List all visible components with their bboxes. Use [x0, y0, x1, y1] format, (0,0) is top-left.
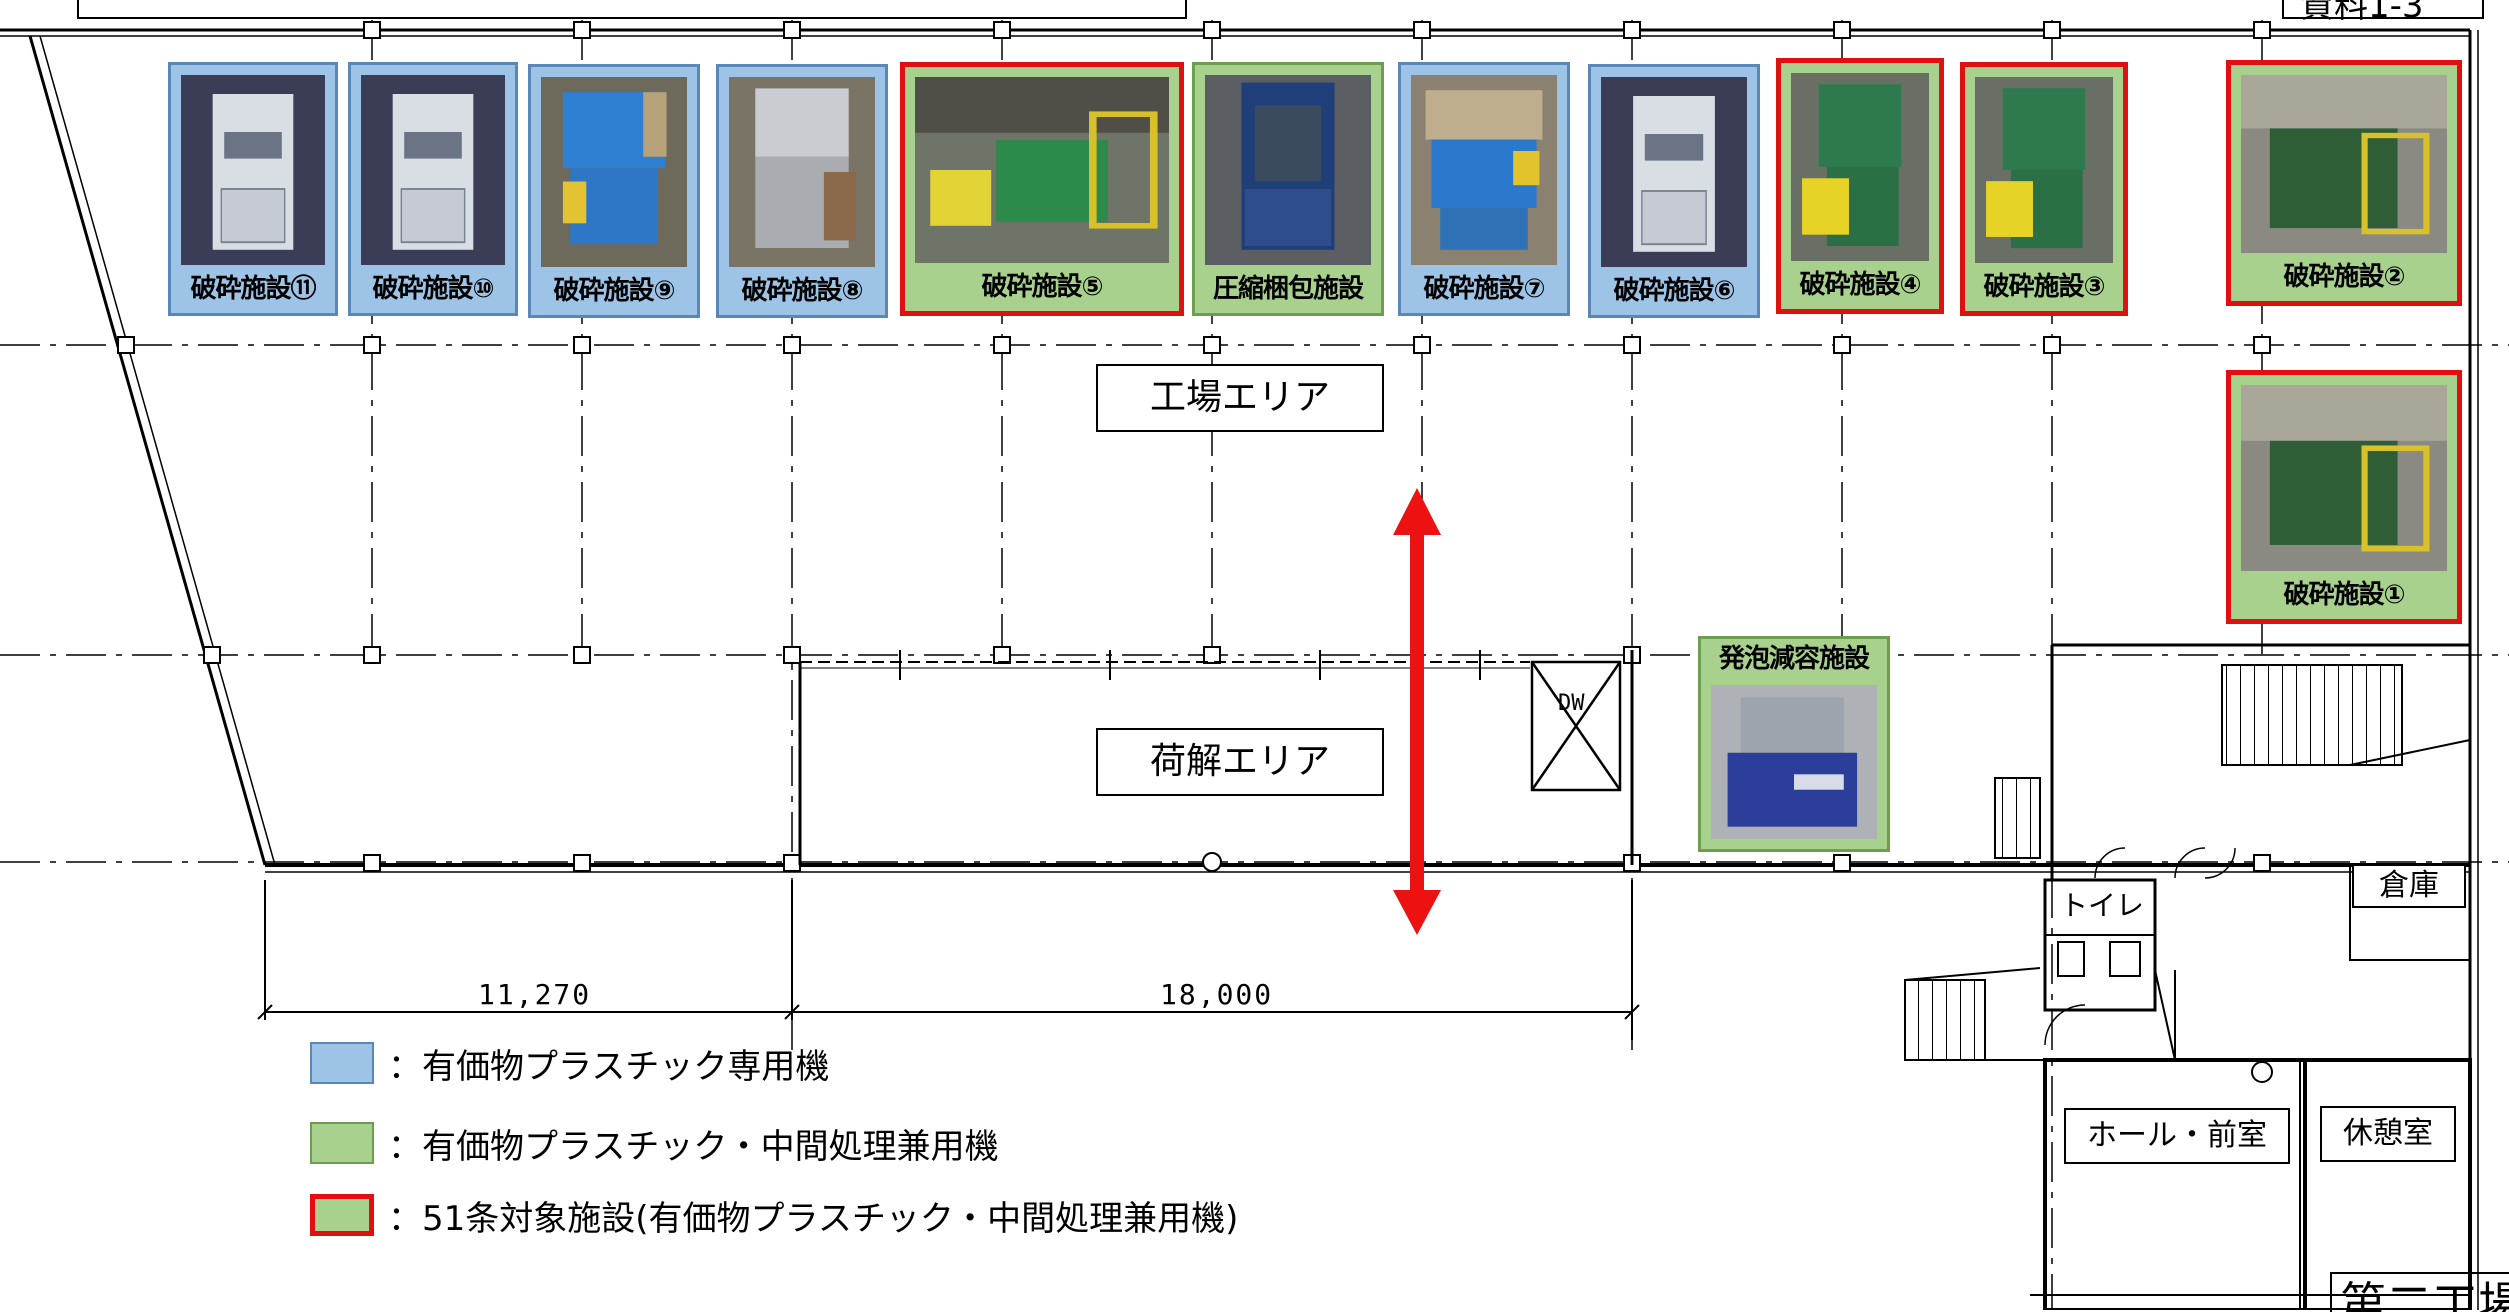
machine-label: 圧縮梱包施設	[1212, 274, 1364, 304]
legend-swatch-green	[310, 1122, 374, 1164]
machine-card-7: 破砕施設⑦	[1398, 62, 1570, 316]
machine-photo	[1975, 77, 2113, 263]
dimension-label-2: 18,000	[1160, 978, 1274, 1011]
machine-label: 破砕施設③	[1983, 272, 2105, 302]
machine-card-1: 破砕施設①	[2226, 370, 2462, 624]
hall-label: ホール・前室	[2064, 1108, 2290, 1164]
machine-label: 破砕施設①	[2283, 580, 2405, 610]
header-title-box	[77, 0, 1187, 19]
machine-card-4: 破砕施設④	[1776, 58, 1944, 314]
machine-photo	[2241, 75, 2447, 253]
machine-label: 破砕施設⑨	[553, 276, 675, 306]
header-ref-box	[2282, 0, 2484, 19]
legend-text: ：有価物プラスチック専用機	[388, 1046, 830, 1087]
legend-swatch-blue	[310, 1042, 374, 1084]
machine-label: 破砕施設⑩	[372, 274, 494, 304]
machine-photo	[181, 75, 325, 265]
machine-card-foam: 発泡減容施設	[1698, 636, 1890, 852]
unloading-area-label: 荷解エリア	[1096, 728, 1384, 796]
dimension-label-1: 11,270	[478, 978, 592, 1011]
machine-label: 破砕施設⑥	[1613, 276, 1735, 306]
machine-photo	[1205, 75, 1371, 265]
machine-photo	[1711, 685, 1877, 839]
legend-item-shared: ：有価物プラスチック・中間処理兼用機	[310, 1118, 999, 1168]
machine-card-11: 破砕施設⑪	[168, 62, 338, 316]
machine-label: 破砕施設⑦	[1423, 274, 1545, 304]
machine-label: 破砕施設⑧	[741, 276, 863, 306]
legend-item-article51: ：51条対象施設(有価物プラスチック・中間処理兼用機)	[310, 1190, 1238, 1240]
machine-label: 破砕施設②	[2283, 262, 2405, 292]
machine-photo	[729, 77, 875, 267]
machine-card-5: 破砕施設⑤	[900, 62, 1184, 316]
machine-photo	[915, 77, 1169, 263]
machine-label: 発泡減容施設	[1718, 644, 1870, 674]
machine-photo	[1791, 73, 1929, 261]
machine-card-6: 破砕施設⑥	[1588, 64, 1760, 318]
legend-text: ：有価物プラスチック・中間処理兼用機	[388, 1126, 999, 1167]
lounge-label: 休憩室	[2320, 1106, 2456, 1162]
machine-card-baler: 圧縮梱包施設	[1192, 62, 1384, 316]
machine-card-3: 破砕施設③	[1960, 62, 2128, 316]
machine-label: 破砕施設⑪	[190, 274, 316, 304]
dw-label: DW	[1558, 691, 1585, 716]
machine-photo	[541, 77, 687, 267]
toilet-label: トイレ	[2060, 889, 2145, 922]
machine-label: 破砕施設④	[1799, 270, 1921, 300]
legend-item-dedicated: ：有価物プラスチック専用機	[310, 1038, 829, 1088]
machine-photo	[361, 75, 505, 265]
machine-photo	[2241, 385, 2447, 571]
machine-label: 破砕施設⑤	[981, 272, 1103, 302]
document-ref-label: 資料1-3	[2300, 0, 2424, 26]
legend-swatch-red	[310, 1194, 374, 1236]
legend-text: ：51条対象施設(有価物プラスチック・中間処理兼用機)	[388, 1198, 1239, 1239]
machine-card-9: 破砕施設⑨	[528, 64, 700, 318]
machine-photo	[1601, 77, 1747, 267]
building2-label: 第二工場	[2330, 1272, 2509, 1312]
machine-card-10: 破砕施設⑩	[348, 62, 518, 316]
area-double-arrow	[1393, 488, 1441, 935]
machine-card-2: 破砕施設②	[2226, 60, 2462, 306]
machine-photo	[1411, 75, 1557, 265]
factory-area-label: 工場エリア	[1096, 364, 1384, 432]
warehouse-label: 倉庫	[2352, 864, 2466, 908]
machine-card-8: 破砕施設⑧	[716, 64, 888, 318]
